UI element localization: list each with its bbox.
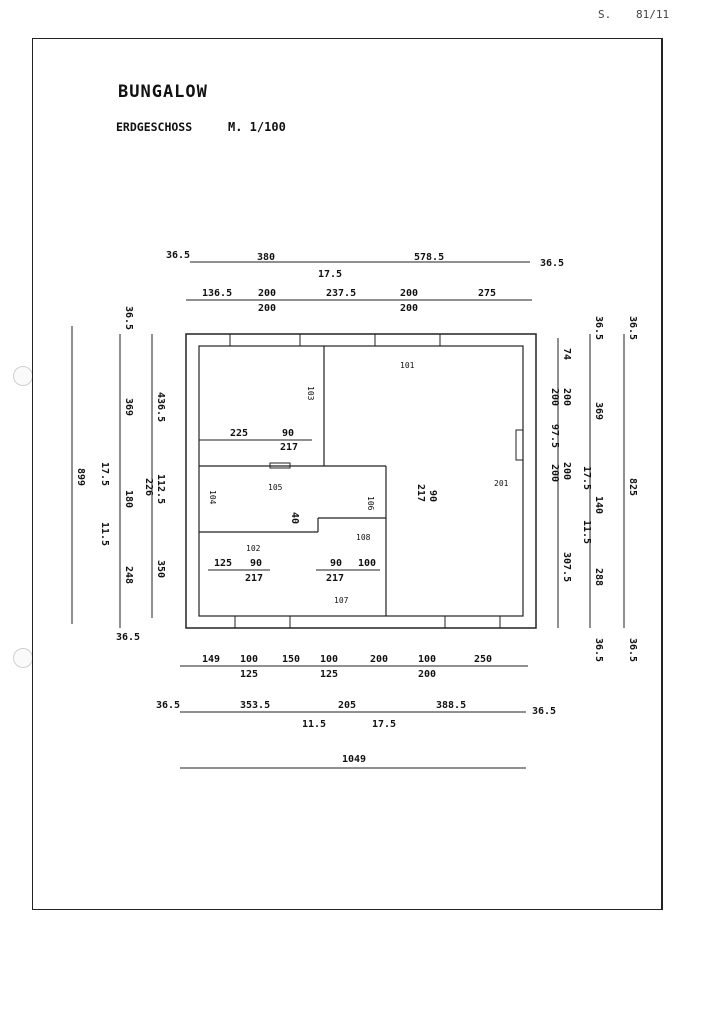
dim-label: 11.5 bbox=[302, 719, 326, 730]
dim-label: 17.5 bbox=[318, 269, 342, 280]
dim-label: 200 bbox=[400, 303, 418, 314]
dim-label: 150 bbox=[282, 654, 300, 665]
outer-wall-outline bbox=[185, 333, 537, 629]
room-number: 104 bbox=[208, 490, 217, 505]
dim-label: 200 bbox=[549, 388, 560, 406]
dim-label: 275 bbox=[478, 288, 496, 299]
dim-label: 369 bbox=[593, 402, 604, 420]
drawing-frame bbox=[32, 38, 663, 910]
dim-label: 200 bbox=[561, 388, 572, 406]
room-number: 101 bbox=[400, 361, 415, 370]
dim-label: 140 bbox=[593, 496, 604, 514]
drawing-scale: M. 1/100 bbox=[228, 120, 286, 134]
dim-label: 36.5 bbox=[627, 316, 638, 340]
dim-label: 899 bbox=[75, 468, 86, 486]
dim-label: 17.5 bbox=[581, 466, 592, 490]
dim-label: 200 bbox=[258, 288, 276, 299]
dim-label: 36.5 bbox=[166, 250, 190, 261]
dim-label: 90 bbox=[250, 558, 262, 569]
dim-label: 578.5 bbox=[414, 252, 444, 263]
dim-label: 36.5 bbox=[540, 258, 564, 269]
dim-label: 36.5 bbox=[532, 706, 556, 717]
dim-label: 217 bbox=[415, 484, 426, 502]
dim-label: 36.5 bbox=[123, 306, 134, 330]
dimension-lines bbox=[71, 261, 625, 769]
dim-label: 100 bbox=[240, 654, 258, 665]
dim-label: 112.5 bbox=[155, 474, 166, 504]
dim-label: 36.5 bbox=[116, 632, 140, 643]
room-number: 201 bbox=[494, 479, 509, 488]
dim-label: 205 bbox=[338, 700, 356, 711]
dim-label: 125 bbox=[240, 669, 258, 680]
dim-label: 200 bbox=[370, 654, 388, 665]
room-number: 105 bbox=[268, 483, 283, 492]
dim-label: 40 bbox=[289, 512, 300, 524]
dim-label: 36.5 bbox=[593, 316, 604, 340]
dim-label: 97.5 bbox=[549, 424, 560, 448]
dim-label: 217 bbox=[326, 573, 344, 584]
dim-label: 180 bbox=[123, 490, 134, 508]
dim-label: 100 bbox=[320, 654, 338, 665]
dim-label: 149 bbox=[202, 654, 220, 665]
plan-walls bbox=[185, 333, 537, 629]
dim-label: 136.5 bbox=[202, 288, 232, 299]
dim-label: 380 bbox=[257, 252, 275, 263]
dim-label: 11.5 bbox=[99, 522, 110, 546]
inner-wall-outline bbox=[198, 345, 524, 617]
dim-label: 225 bbox=[230, 428, 248, 439]
room-number: 107 bbox=[334, 596, 349, 605]
dim-label: 200 bbox=[418, 669, 436, 680]
dim-label: 90 bbox=[427, 490, 438, 502]
dim-label: 200 bbox=[561, 462, 572, 480]
dim-label: 1049 bbox=[342, 754, 366, 765]
dim-label: 353.5 bbox=[240, 700, 270, 711]
room-number: 103 bbox=[306, 386, 315, 401]
page-label: S. bbox=[598, 8, 612, 21]
dim-label: 200 bbox=[549, 464, 560, 482]
drawing-subtitle: ERDGESCHOSS bbox=[116, 120, 193, 134]
dim-label: 100 bbox=[358, 558, 376, 569]
dim-label: 17.5 bbox=[372, 719, 396, 730]
room-number: 106 bbox=[366, 496, 375, 511]
room-number: 108 bbox=[356, 533, 371, 542]
dim-label: 288 bbox=[593, 568, 604, 586]
dim-label: 36.5 bbox=[593, 638, 604, 662]
dim-label: 825 bbox=[627, 478, 638, 496]
dim-label: 36.5 bbox=[156, 700, 180, 711]
dim-label: 200 bbox=[258, 303, 276, 314]
dim-label: 350 bbox=[155, 560, 166, 578]
room-number: 102 bbox=[246, 544, 261, 553]
page-number: 81/11 bbox=[636, 8, 670, 21]
dim-label: 74 bbox=[561, 348, 572, 360]
dim-label: 307.5 bbox=[561, 552, 572, 582]
dim-label: 217 bbox=[280, 442, 298, 453]
dim-label: 90 bbox=[330, 558, 342, 569]
dim-label: 200 bbox=[400, 288, 418, 299]
dim-label: 11.5 bbox=[581, 520, 592, 544]
dim-label: 217 bbox=[245, 573, 263, 584]
dimension-labels: 36.5 380 17.5 578.5 36.5 136.5 200 200 2… bbox=[75, 250, 638, 765]
dim-label: 250 bbox=[474, 654, 492, 665]
dim-label: 388.5 bbox=[436, 700, 466, 711]
door-105 bbox=[269, 462, 291, 469]
dim-label: 226 bbox=[143, 478, 154, 496]
dim-label: 36.5 bbox=[627, 638, 638, 662]
dim-label: 369 bbox=[123, 398, 134, 416]
dim-label: 436.5 bbox=[155, 392, 166, 422]
window-right bbox=[515, 429, 524, 461]
dim-label: 100 bbox=[418, 654, 436, 665]
dim-label: 90 bbox=[282, 428, 294, 439]
dim-label: 125 bbox=[214, 558, 232, 569]
dim-label: 17.5 bbox=[99, 462, 110, 486]
dim-label: 237.5 bbox=[326, 288, 356, 299]
dim-label: 125 bbox=[320, 669, 338, 680]
drawing-title: BUNGALOW bbox=[118, 82, 208, 102]
dim-label: 248 bbox=[123, 566, 134, 584]
